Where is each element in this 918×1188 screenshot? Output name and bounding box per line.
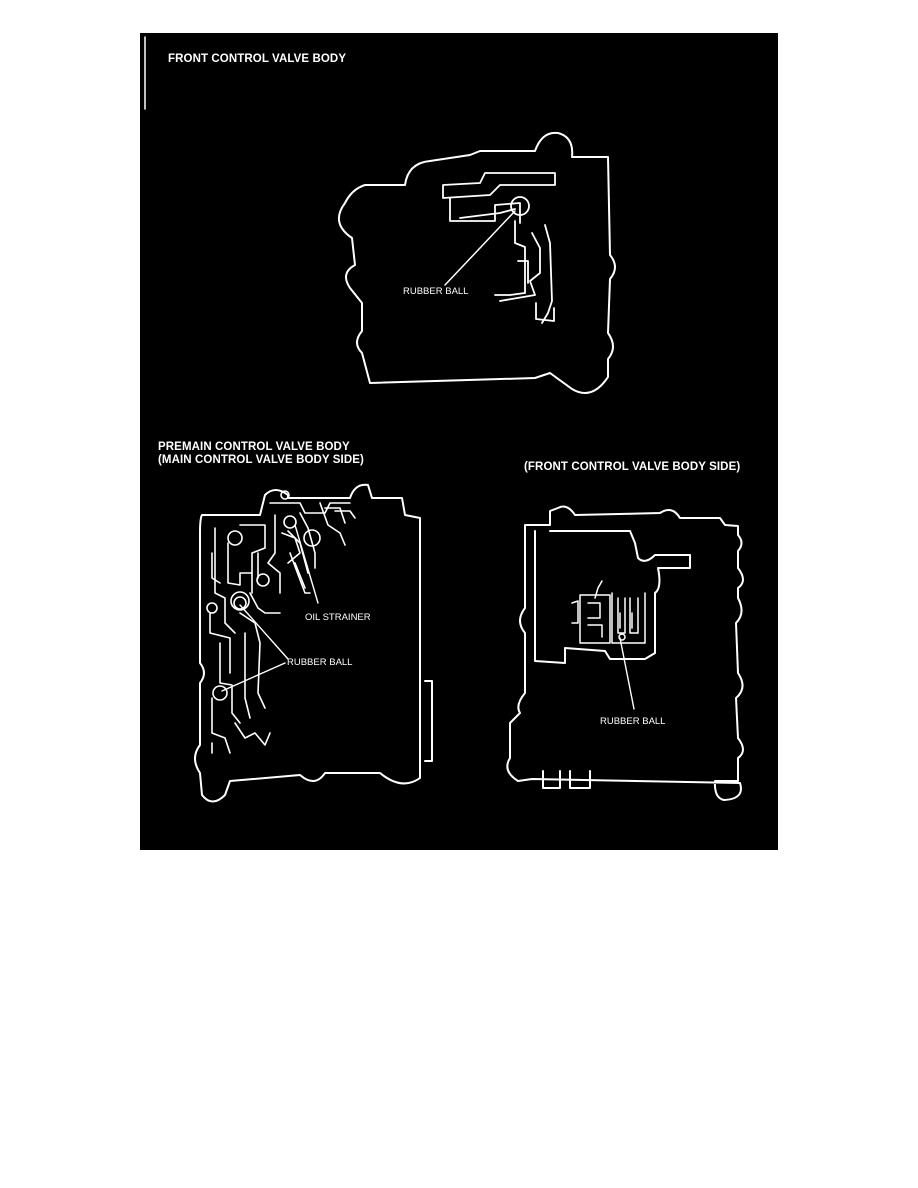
premain-callout-leaders (221, 524, 319, 692)
diagram-panel: FRONT CONTROL VALVE BODY RUBBER BALL PRE… (140, 33, 778, 850)
front-valve-body-outline (337, 131, 616, 394)
front-rubber-ball-leader (444, 210, 516, 286)
front-side-valve-body-outline (506, 505, 744, 801)
valve-body-illustration (144, 36, 744, 803)
front-side-rubber-ball-leader (619, 637, 635, 710)
oil-strainer-label: OIL STRAINER (305, 612, 371, 623)
front-valve-body-heading: FRONT CONTROL VALVE BODY (168, 53, 347, 65)
front-side-rubber-ball-label: RUBBER BALL (600, 716, 666, 727)
premain-valve-body-outline (194, 483, 433, 803)
premain-valve-body-subheading: (MAIN CONTROL VALVE BODY SIDE) (158, 454, 364, 466)
front-rubber-ball-label: RUBBER BALL (403, 286, 469, 297)
premain-valve-body-heading: PREMAIN CONTROL VALVE BODY (158, 441, 350, 453)
front-side-valve-body-channels (571, 580, 646, 644)
front-valve-body-channels (442, 172, 556, 324)
premain-rubber-ball-label: RUBBER BALL (287, 657, 353, 668)
front-side-heading: (FRONT CONTROL VALVE BODY SIDE) (524, 461, 741, 473)
